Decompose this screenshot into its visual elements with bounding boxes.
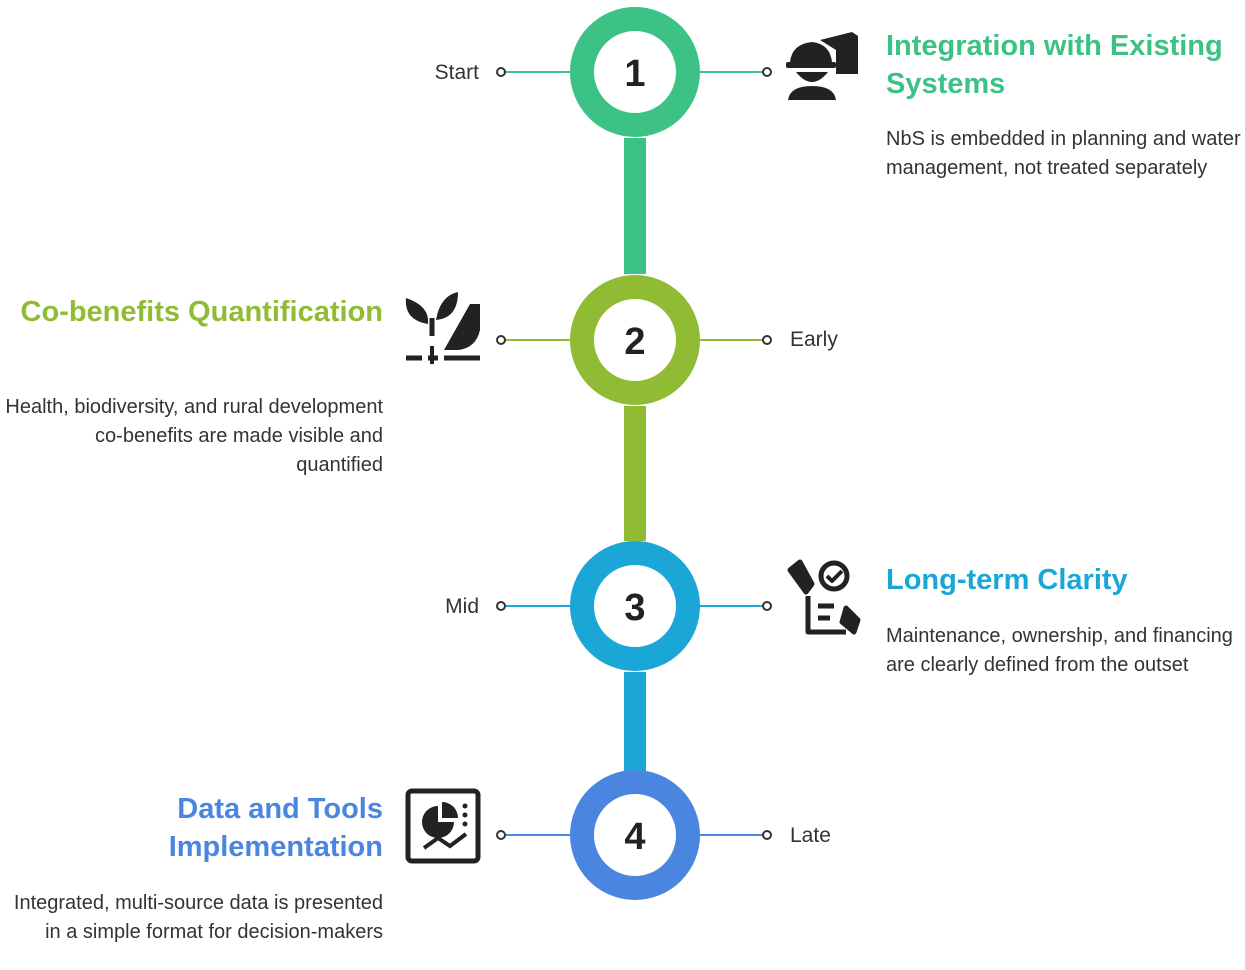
checklist-hand-icon <box>787 559 861 635</box>
step-3-node: 3 <box>496 541 772 671</box>
step-4-title: Data and Tools Implementation <box>168 793 383 863</box>
connector-3-4 <box>624 672 646 774</box>
dashboard-chart-icon <box>405 788 481 864</box>
sprout-growth-icon <box>405 292 480 364</box>
phase-label-start: Start <box>434 61 479 84</box>
step-1-node: 1 <box>496 7 772 137</box>
worker-hardhat-icon <box>786 32 858 100</box>
step-3-description: Maintenance, ownership, and financing ar… <box>886 625 1233 676</box>
step-1-title: Integration with Existing Systems <box>886 30 1223 100</box>
step-2-node: 2 <box>496 275 772 405</box>
step-1-description: NbS is embedded in planning and water ma… <box>886 128 1241 179</box>
step-number: 3 <box>624 587 645 629</box>
connector-1-2 <box>624 138 646 274</box>
step-3-title: Long-term Clarity <box>886 564 1128 596</box>
step-number: 1 <box>624 53 645 95</box>
step-number: 4 <box>624 816 645 858</box>
connector-2-3 <box>624 406 646 541</box>
phase-label-early: Early <box>790 328 838 351</box>
step-2-title: Co-benefits Quantification <box>20 296 384 328</box>
step-number: 2 <box>624 321 645 363</box>
phase-label-mid: Mid <box>445 595 479 618</box>
step-2-description: Health, biodiversity, and rural developm… <box>5 396 383 476</box>
step-4-description: Integrated, multi-source data is present… <box>13 892 383 943</box>
phase-label-late: Late <box>790 824 831 847</box>
step-4-node: 4 <box>496 770 772 900</box>
